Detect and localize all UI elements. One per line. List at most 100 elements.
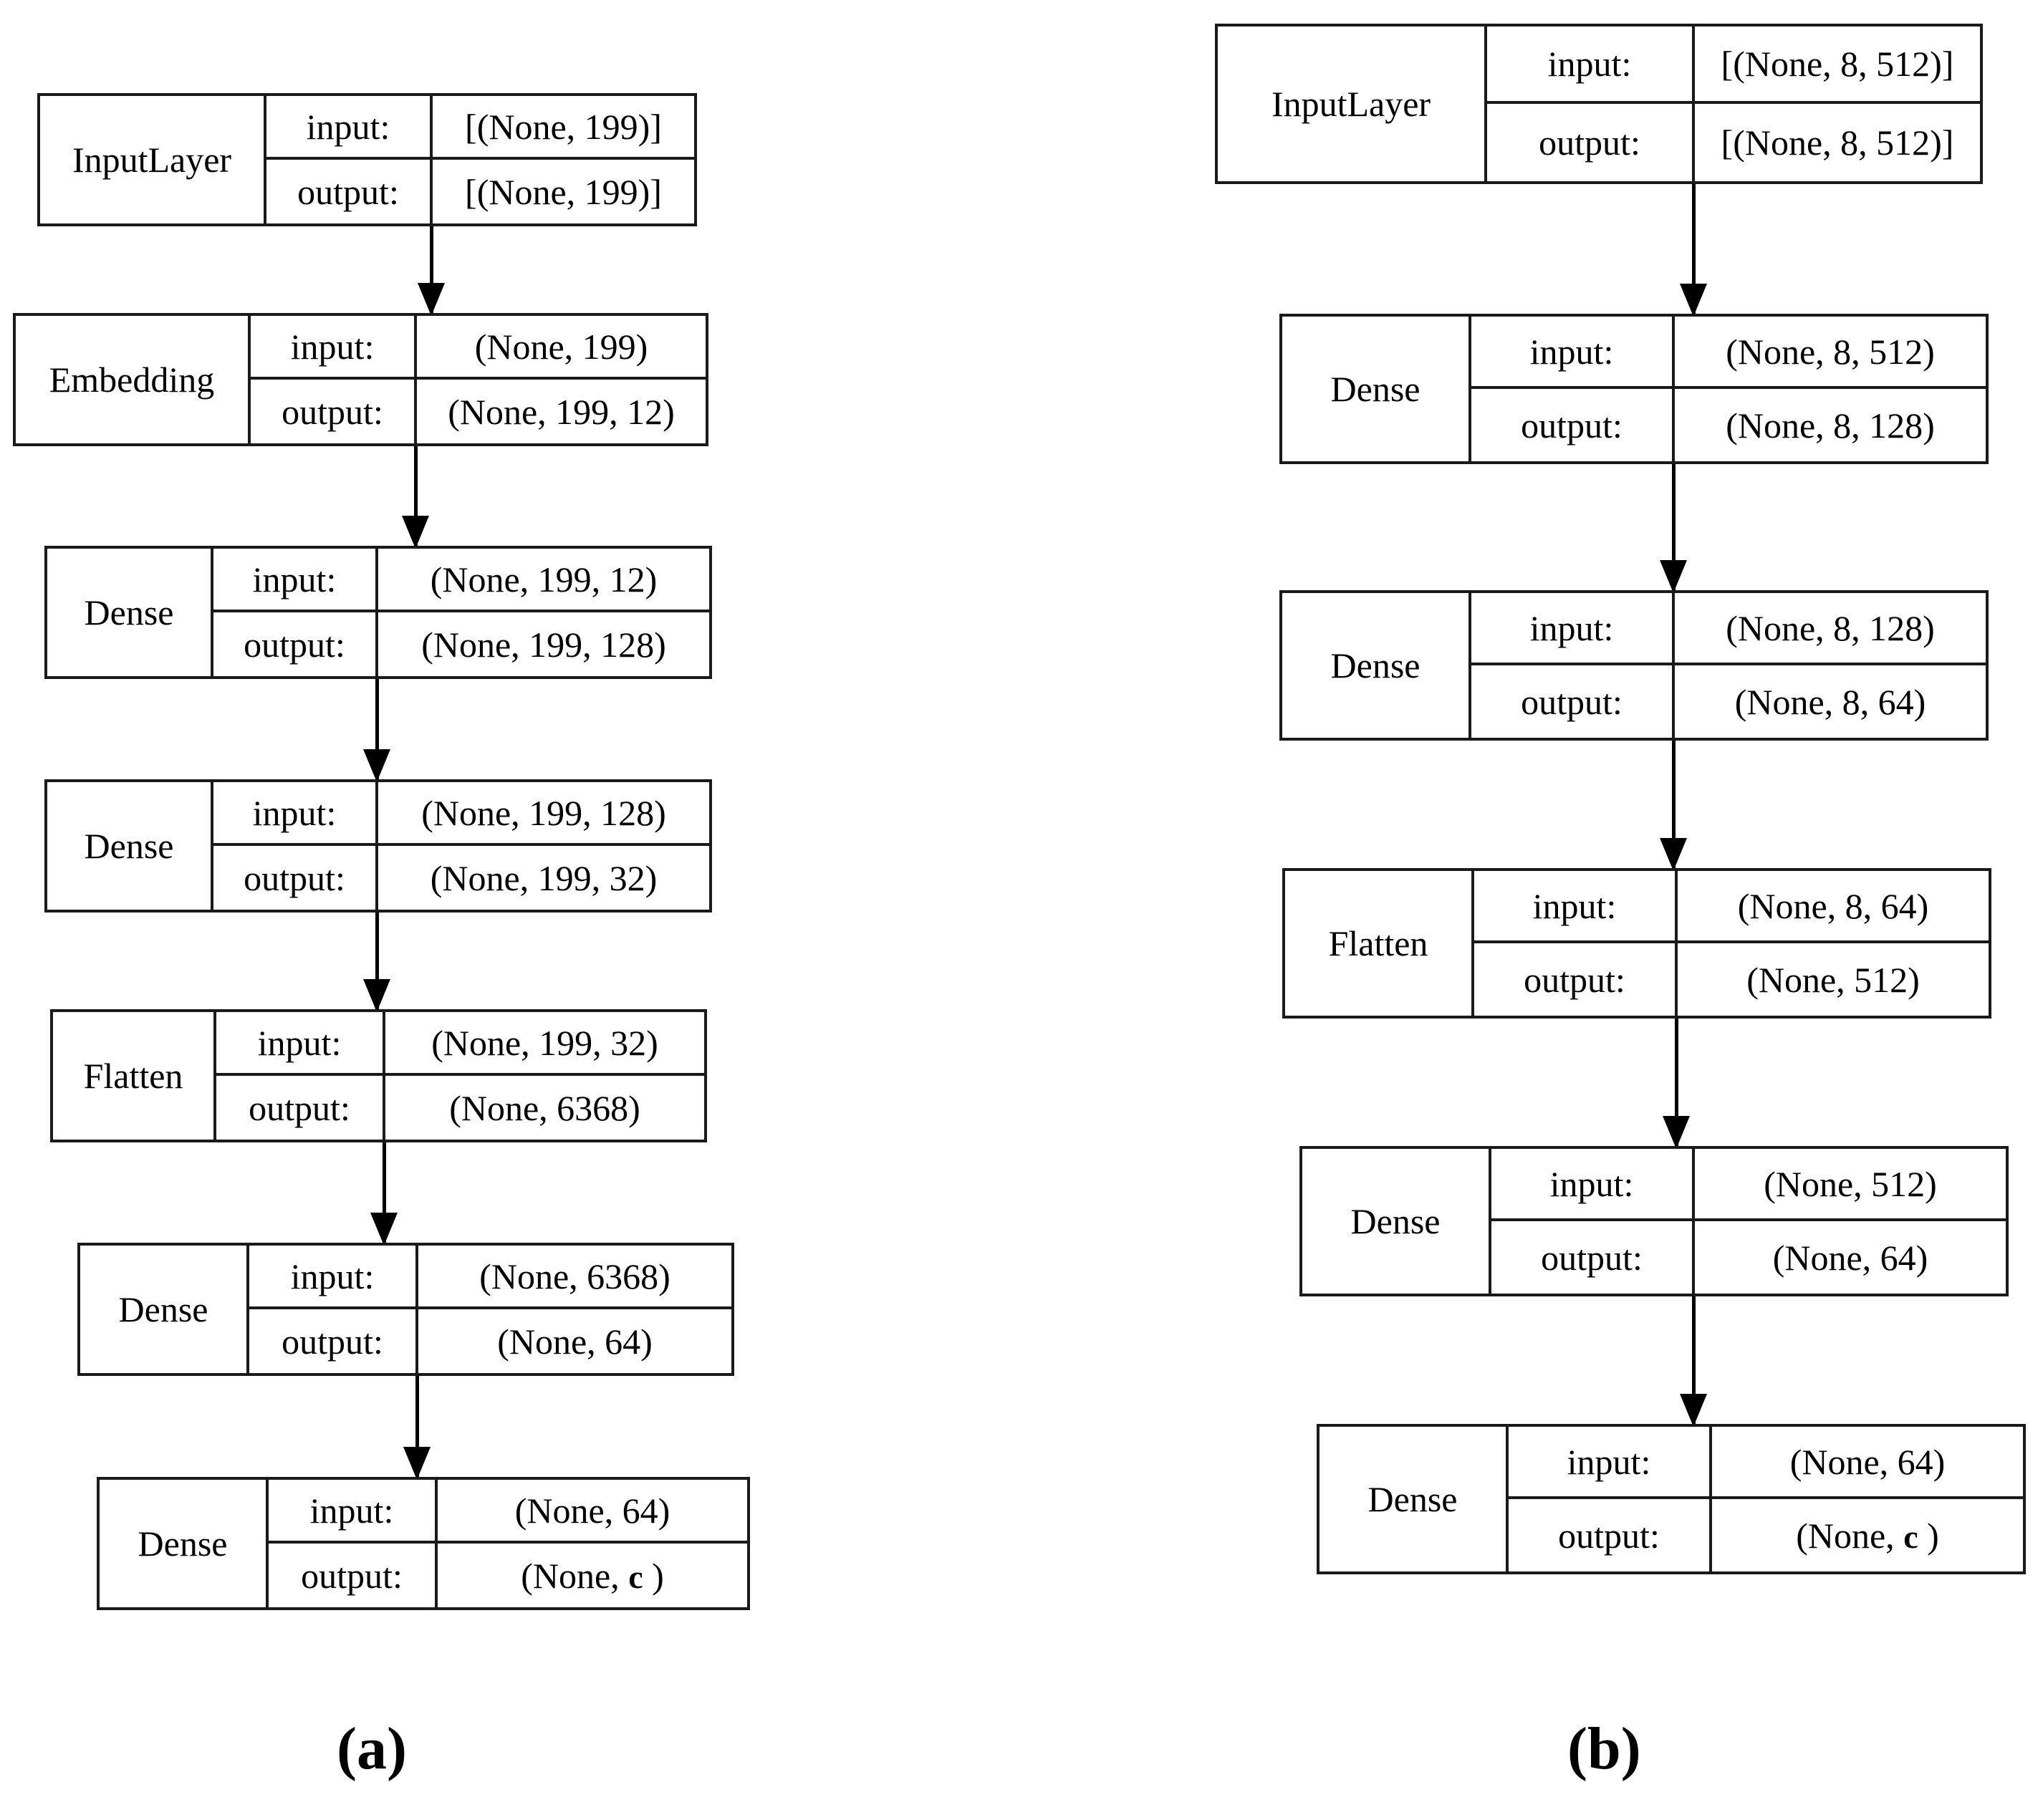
layer-name-label: Dense — [84, 592, 174, 632]
layer-name-label: InputLayer — [1271, 84, 1431, 124]
layer-input-shape: (None, 512) — [1764, 1163, 1937, 1204]
flow-arrow-b-2 — [1659, 741, 1688, 871]
arrow-head — [1660, 560, 1687, 593]
layer-output-shape: (None, 8, 64) — [1734, 681, 1926, 722]
layer-name-cell: InputLayer — [1218, 27, 1487, 181]
layer-output-label-cell: output: — [269, 1544, 438, 1607]
layer-input-shape: (None, 199, 32) — [431, 1022, 658, 1063]
layer-input-label: input: — [309, 1490, 394, 1531]
layer-output-shape: (None, c ) — [521, 1555, 664, 1596]
arrow-head — [1680, 284, 1707, 317]
arrow-head — [363, 979, 390, 1012]
layer-output-label: output: — [1541, 1237, 1643, 1278]
layer-name-label: Dense — [84, 826, 174, 866]
flow-arrow-a-4 — [370, 1142, 398, 1246]
layer-input-label-cell: input: — [1474, 871, 1678, 940]
arrow-shaft — [1672, 741, 1676, 871]
arrow-head — [1660, 838, 1687, 871]
layer-input-row: input:(None, 8, 64) — [1474, 871, 1989, 943]
arrow-head — [402, 516, 429, 549]
layer-io-table: input: (None, 64) output: (None, c ) — [269, 1480, 747, 1607]
layer-input-label-cell: input: — [249, 1246, 418, 1306]
layer-output-shape: [(None, 199)] — [465, 171, 662, 212]
layer-input-shape-cell: [(None, 8, 512)] — [1695, 27, 1980, 101]
layer-output-row: output:(None, 8, 128) — [1471, 389, 1986, 461]
arrow-shaft — [1675, 1019, 1678, 1149]
layer-name-label: Dense — [1350, 1201, 1441, 1241]
layer-name-label: Dense — [1330, 645, 1421, 685]
arrow-head — [363, 749, 390, 782]
layer-input-shape: (None, 199) — [474, 326, 648, 367]
layer-input-row: input:(None, 199) — [251, 316, 706, 380]
flow-arrow-b-0 — [1679, 184, 1708, 317]
layer-output-label-cell: output: — [249, 1309, 418, 1373]
flow-arrow-a-0 — [417, 226, 446, 316]
layer-input-label-cell: input: — [1471, 317, 1675, 386]
layer-input-shape: (None, 8, 128) — [1726, 607, 1935, 648]
layer-input-shape-cell: (None, 8, 128) — [1675, 593, 1986, 663]
layer-input-row: input: (None, 64) — [1509, 1427, 2023, 1499]
layer-input-shape-cell: (None, 8, 512) — [1675, 317, 1986, 386]
layer-output-row: output: (None, 6368) — [216, 1076, 704, 1140]
layer-name-label: InputLayer — [72, 140, 232, 180]
arrow-shaft — [1692, 184, 1696, 317]
layer-node-b-2-dense: Dense input: (None, 8, 128) output: (None, 8… — [1279, 590, 1989, 741]
flow-arrow-a-5 — [403, 1376, 431, 1480]
layer-output-shape-cell: (None, c ) — [1712, 1499, 2023, 1571]
layer-name-cell: Flatten — [53, 1012, 216, 1140]
arrow-head — [1680, 1394, 1707, 1427]
arrow-head — [1663, 1116, 1690, 1149]
layer-input-label: input: — [1567, 1441, 1651, 1482]
layer-output-shape-cell: (None, 512) — [1678, 943, 1989, 1016]
layer-output-shape: (None, 199, 128) — [421, 624, 666, 665]
layer-input-label-cell: input: — [1487, 27, 1695, 101]
layer-output-label-cell: output: — [1491, 1221, 1695, 1294]
layer-output-label: output: — [1521, 681, 1623, 722]
layer-output-label: output: — [1558, 1515, 1660, 1556]
flow-arrow-a-3 — [362, 913, 391, 1012]
layer-name-label: Dense — [138, 1523, 228, 1564]
layer-output-label-cell: output: — [1474, 943, 1678, 1016]
flow-arrow-a-2 — [362, 679, 391, 782]
layer-input-label-cell: input: — [1471, 593, 1675, 663]
class-count-symbol: c — [628, 1558, 643, 1595]
flow-arrow-b-1 — [1659, 464, 1688, 593]
layer-io-table: input: (None, 64) output: (None, c ) — [1509, 1427, 2023, 1571]
arrow-shaft — [375, 679, 379, 782]
layer-name-cell: Flatten — [1285, 871, 1474, 1016]
layer-output-shape: (None, 6368) — [449, 1087, 640, 1128]
layer-output-label: output: — [244, 624, 345, 665]
layer-output-shape-cell: (None, 64) — [1695, 1221, 2006, 1294]
layer-input-label-cell: input: — [269, 1480, 438, 1541]
layer-input-row: input: (None, 8, 128) — [1471, 593, 1986, 665]
layer-input-label-cell: input: — [1509, 1427, 1712, 1496]
layer-output-label-cell: output: — [1471, 389, 1675, 461]
layer-io-table: input:(None, 199, 12)output:(None, 199, … — [213, 549, 709, 676]
layer-node-a-2-dense: Dense input:(None, 199, 12)output:(None, … — [44, 546, 712, 679]
layer-input-shape: (None, 64) — [514, 1490, 670, 1531]
layer-io-table: input:(None, 8, 64)output:(None, 512) — [1474, 871, 1989, 1016]
layer-name-cell: Dense — [1282, 317, 1471, 461]
arrow-shaft — [430, 226, 433, 316]
arrow-shaft — [415, 1376, 419, 1480]
layer-input-shape: (None, 8, 512) — [1726, 331, 1935, 372]
layer-output-label-cell: output: — [251, 380, 417, 443]
layer-input-label: input: — [1549, 1163, 1634, 1204]
layer-output-row: output: (None, 8, 64) — [1471, 665, 1986, 738]
layer-name-cell: InputLayer — [40, 96, 266, 223]
layer-input-shape-cell: (None, 64) — [438, 1480, 747, 1541]
layer-node-a-6-dense: Dense input: (None, 64) output: (None, c ) — [97, 1477, 750, 1610]
layer-input-shape-cell: [(None, 199)] — [433, 96, 694, 157]
layer-input-label: input: — [306, 106, 390, 147]
layer-input-row: input:(None, 6368) — [249, 1246, 731, 1309]
layer-input-row: input: (None, 8, 512) — [1471, 317, 1986, 389]
layer-input-shape-cell: (None, 64) — [1712, 1427, 2023, 1496]
layer-output-label: output: — [244, 857, 345, 898]
layer-output-label: output: — [282, 391, 383, 432]
layer-output-label: output: — [249, 1087, 350, 1128]
